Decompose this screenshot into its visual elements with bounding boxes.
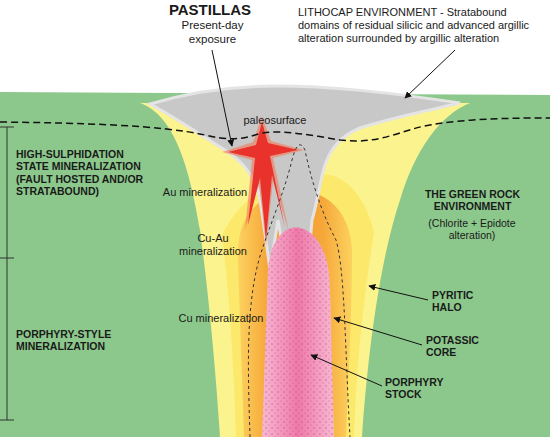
site-name: PASTILLAS [150,1,270,19]
au-zone [228,122,298,240]
mineralization-label: Au mineralization [162,186,248,199]
zone-heading: PORPHYRY-STYLE MINERALIZATION [16,328,131,353]
site-note: Present-day exposure [175,19,250,46]
mineralization-label: Cu-Au mineralization [170,232,256,258]
leader-arrow [334,318,422,345]
mineralization-label: Cu mineralization [178,312,264,325]
au-zone-glow [222,116,304,246]
surface-label: paleosurface [230,114,320,127]
part-label: PYRITIC HALO [432,289,492,314]
zone-heading: THE GREEN ROCK ENVIRONMENT [405,188,540,213]
dashed-outline [248,145,350,437]
leader-arrow [405,50,455,98]
leader-arrow [369,286,428,300]
porphyry-stock [262,228,334,437]
bracket-tick [0,420,14,421]
bracket-tick [0,127,14,128]
zone-description: (Chlorite + Epidote alteration) [412,217,532,242]
part-label: PORPHYRY STOCK [385,376,455,401]
bracket-tick [0,258,14,259]
green-rock [0,92,550,437]
depth-bracket [7,127,8,420]
zone-heading: HIGH-SULPHIDATION STATE MINERALIZATION (… [16,148,151,198]
leader-arrow [212,50,232,146]
stock-stipple [262,228,334,437]
zone-description: LITHOCAP ENVIRONMENT - Stratabound domai… [298,6,548,45]
part-label: POTASSIC CORE [426,334,496,359]
leader-arrow [311,355,382,386]
